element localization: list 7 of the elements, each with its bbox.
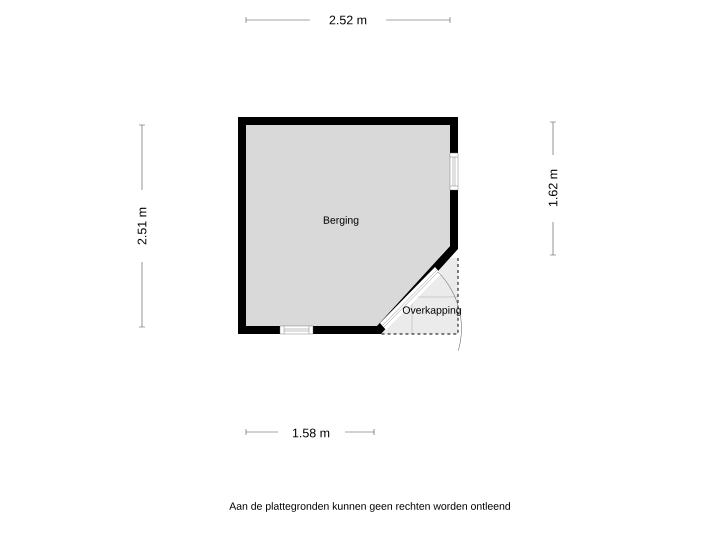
room-label: Overkapping bbox=[402, 306, 461, 316]
dimension-label: 2.51 m bbox=[138, 208, 146, 244]
dimension-label: 1.58 m bbox=[292, 428, 330, 438]
dimension-label: 2.52 m bbox=[330, 16, 366, 24]
dimension-label: 1.62 m bbox=[548, 170, 558, 206]
disclaimer-text: Aan de plattegronden kunnen geen rechten worden ontleend bbox=[229, 502, 510, 512]
room-label: Berging bbox=[324, 216, 358, 226]
